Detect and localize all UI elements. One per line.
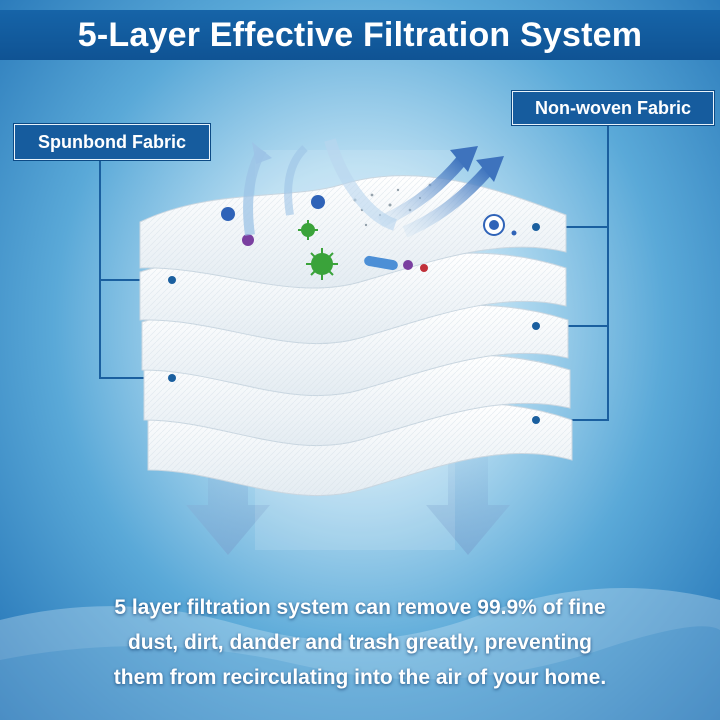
down-airflow-arrow-left <box>186 440 270 555</box>
label-spunbond-text: Spunbond Fabric <box>38 131 186 152</box>
caption-line-2: dust, dirt, dander and trash greatly, pr… <box>127 631 593 654</box>
germ-icon <box>221 195 517 272</box>
page-title: 5-Layer Effective Filtration System <box>77 15 643 54</box>
bacteria-icon <box>364 255 398 271</box>
label-spunbond-fabric: Spunbond Fabric <box>14 124 210 160</box>
caption-line-3: them from recirculating into the air of … <box>113 666 607 689</box>
header-bar: 5-Layer Effective Filtration System <box>0 10 720 60</box>
label-nonwoven-fabric: Non-woven Fabric <box>512 91 714 125</box>
up-airflow-arrow-left <box>243 142 308 236</box>
virus-green-icon <box>298 220 338 280</box>
bottom-fabric-texture <box>0 588 720 720</box>
caption-line-1: 5 layer filtration system can remove 99.… <box>114 596 606 619</box>
description-caption: 5 layer filtration system can remove 99.… <box>20 590 700 695</box>
down-airflow-arrow-right <box>426 440 510 555</box>
label-nonwoven-text: Non-woven Fabric <box>534 97 691 118</box>
up-airflow-arrow-right <box>377 146 504 238</box>
leader-dots <box>168 223 540 424</box>
